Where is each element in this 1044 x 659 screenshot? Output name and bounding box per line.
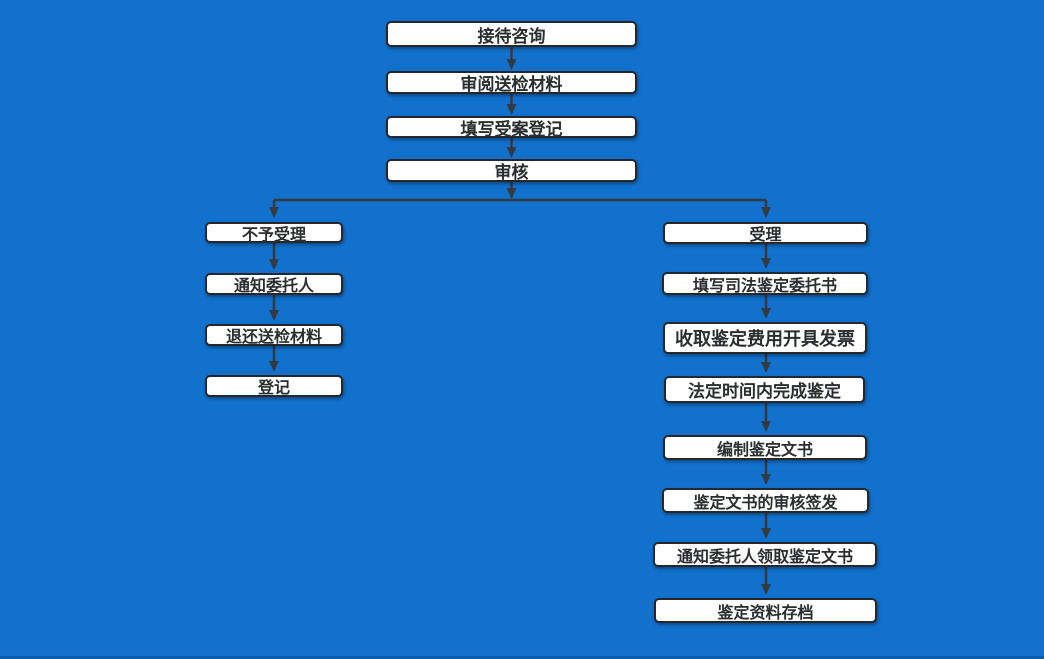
node-return-materials: 退还送检材料: [205, 324, 343, 346]
node-fill-commission-letter: 填写司法鉴定委托书: [662, 272, 868, 295]
node-case-registration: 填写受案登记: [386, 116, 637, 139]
node-review-materials: 审阅送检材料: [386, 71, 637, 94]
bottom-edge-shade: [0, 656, 1044, 659]
node-notify-client: 通知委托人: [205, 273, 343, 295]
node-archive-materials: 鉴定资料存档: [654, 598, 877, 623]
node-accept: 受理: [663, 222, 868, 244]
node-reject: 不予受理: [205, 222, 343, 244]
node-prepare-document: 编制鉴定文书: [663, 435, 867, 460]
node-reception-consult: 接待咨询: [386, 21, 637, 47]
node-notify-client-collect-doc: 通知委托人领取鉴定文书: [653, 542, 877, 567]
node-collect-fee-invoice: 收取鉴定费用开具发票: [663, 322, 867, 354]
node-register: 登记: [205, 375, 343, 397]
node-review: 审核: [386, 159, 637, 182]
node-complete-within-legal-time: 法定时间内完成鉴定: [664, 376, 865, 403]
node-document-review-issue: 鉴定文书的审核签发: [662, 488, 869, 513]
